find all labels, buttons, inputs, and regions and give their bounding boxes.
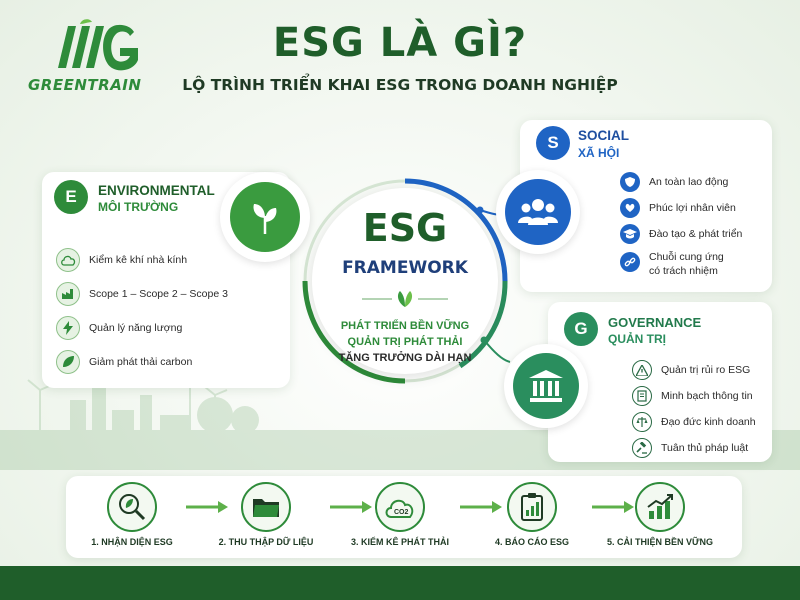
governance-circle — [504, 344, 588, 428]
arrow-right-icon — [186, 501, 228, 513]
footer-bar — [0, 566, 800, 600]
arrow-right-icon — [330, 501, 372, 513]
gov-item-ethics: Đạo đức kinh doanh — [632, 412, 756, 432]
governance-badge: G — [564, 312, 598, 346]
gov-item-label: Quản trị rủi ro ESG — [661, 364, 751, 376]
factory-icon — [56, 282, 80, 306]
social-item-supply-chain: Chuỗi cung ứng có trách nhiệm — [620, 250, 724, 278]
growth-chart-icon — [635, 482, 685, 532]
process-step-4: 4. BÁO CÁO ESG — [472, 482, 592, 547]
people-group-icon — [518, 199, 558, 225]
center-line-3: TĂNG TRƯỞNG DÀI HẠN — [338, 352, 472, 364]
center-line-2: QUẢN TRỊ PHÁT THẢI — [347, 336, 463, 348]
institution-building-icon — [529, 370, 563, 402]
gov-item-transparency: Minh bạch thông tin — [632, 386, 753, 406]
social-item-label: Phúc lợi nhân viên — [649, 202, 736, 214]
env-item-label: Scope 1 – Scope 2 – Scope 3 — [89, 288, 228, 300]
social-item-label: Chuỗi cung ứng — [649, 251, 724, 263]
seedling-icon — [253, 204, 277, 234]
leaf-icon — [56, 350, 80, 374]
social-item-label-2: có trách nhiệm — [649, 265, 718, 277]
heart-hand-icon — [620, 198, 640, 218]
gavel-icon — [632, 438, 652, 458]
center-ring-decoration — [302, 178, 508, 384]
environmental-subtitle: MÔI TRƯỜNG — [98, 200, 179, 214]
gov-item-risk: Quản trị rủi ro ESG — [632, 360, 750, 380]
folder-icon — [241, 482, 291, 532]
page-title: ESG LÀ GÌ? — [272, 20, 528, 66]
environmental-title: ENVIRONMENTAL — [98, 183, 215, 198]
greentrain-logo-mark-icon — [58, 19, 138, 71]
env-item-label: Quản lý năng lượng — [89, 322, 183, 334]
social-circle — [496, 170, 580, 254]
gov-item-label: Đạo đức kinh doanh — [661, 416, 756, 428]
environmental-badge: E — [54, 180, 88, 214]
process-step-3: CO2 3. KIỂM KÊ PHÁT THẢI — [340, 482, 460, 547]
center-line-1: PHÁT TRIỂN BỀN VỮNG — [340, 320, 470, 332]
env-item-carbon: Giảm phát thải carbon — [56, 350, 192, 374]
scales-icon — [632, 412, 652, 432]
arrow-right-icon — [460, 501, 502, 513]
document-icon — [632, 386, 652, 406]
center-circle — [312, 188, 498, 374]
env-item-ghg: Kiểm kê khí nhà kính — [56, 248, 187, 272]
process-steps-panel: 1. NHẬN DIỆN ESG 2. THU THẬP DỮ LIỆU CO2… — [66, 476, 742, 558]
social-badge: S — [536, 126, 570, 160]
brand-name: GREENTRAIN — [28, 76, 142, 94]
process-step-label: 2. THU THẬP DỮ LIỆU — [218, 537, 314, 547]
gov-item-label: Tuân thủ pháp luật — [661, 442, 749, 454]
social-item-label: An toàn lao động — [649, 176, 729, 188]
social-item-safety: An toàn lao động — [620, 172, 728, 192]
warning-icon — [632, 360, 652, 380]
process-step-1: 1. NHẬN DIỆN ESG — [72, 482, 192, 547]
energy-icon — [56, 316, 80, 340]
chain-link-icon — [620, 252, 640, 272]
process-step-2: 2. THU THẬP DỮ LIỆU — [206, 482, 326, 547]
process-step-label: 3. KIỂM KÊ PHÁT THẢI — [350, 537, 449, 547]
clipboard-chart-icon — [507, 482, 557, 532]
env-item-label: Kiểm kê khí nhà kính — [89, 254, 188, 266]
governance-title: GOVERNANCE — [608, 315, 702, 330]
social-item-training: Đào tạo & phát triển — [620, 224, 742, 244]
governance-card: G GOVERNANCE QUẢN TRỊ Quản trị rủi ro ES… — [548, 302, 772, 462]
gov-item-label: Minh bạch thông tin — [661, 390, 753, 402]
social-item-welfare: Phúc lợi nhân viên — [620, 198, 736, 218]
magnifier-leaf-icon — [107, 482, 157, 532]
co2-cloud-icon: CO2 — [375, 482, 425, 532]
center-subtitle: FRAMEWORK — [342, 258, 468, 278]
process-step-label: 1. NHẬN DIỆN ESG — [91, 537, 173, 547]
environmental-circle — [220, 172, 310, 262]
svg-text:CO2: CO2 — [394, 509, 409, 516]
sprout-icon — [362, 291, 448, 307]
page-subtitle: LỘ TRÌNH TRIỂN KHAI ESG TRONG DOANH NGHI… — [182, 76, 618, 94]
env-item-label: Giảm phát thải carbon — [89, 356, 193, 368]
greentrain-logo: GREENTRAIN — [28, 18, 163, 98]
gov-item-compliance: Tuân thủ pháp luật — [632, 438, 748, 458]
center-title: ESG — [362, 206, 448, 250]
co2-cloud-icon — [56, 248, 80, 272]
process-step-5: 5. CẢI THIỆN BỀN VỮNG — [600, 482, 720, 547]
process-step-label: 4. BÁO CÁO ESG — [494, 537, 569, 547]
arrow-right-icon — [592, 501, 634, 513]
shield-check-icon — [620, 172, 640, 192]
env-item-energy: Quản lý năng lượng — [56, 316, 182, 340]
process-step-label: 5. CẢI THIỆN BỀN VỮNG — [607, 537, 713, 547]
governance-subtitle: QUẢN TRỊ — [608, 332, 666, 346]
social-title: SOCIAL — [578, 128, 630, 143]
social-item-label: Đào tạo & phát triển — [649, 228, 743, 240]
social-subtitle: XÃ HỘI — [578, 146, 620, 160]
env-item-scope: Scope 1 – Scope 2 – Scope 3 — [56, 282, 228, 306]
graduation-cap-icon — [620, 224, 640, 244]
